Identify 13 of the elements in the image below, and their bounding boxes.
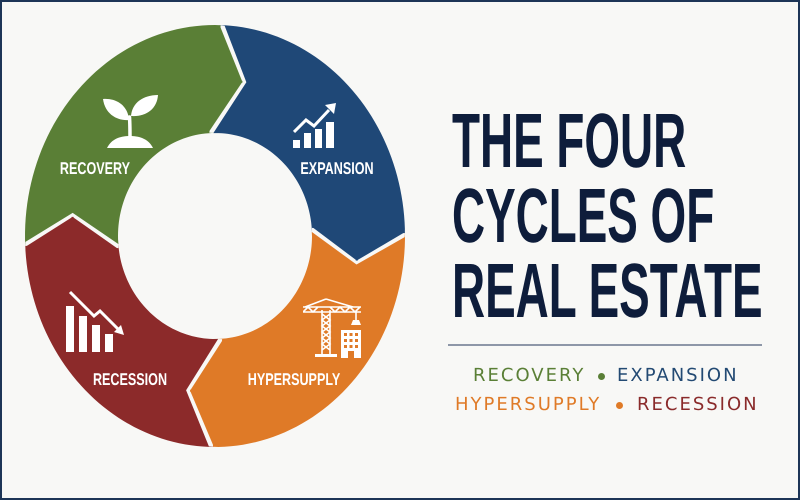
chevron-arrow	[312, 226, 405, 261]
chevron-arrow	[208, 25, 242, 133]
phase-label: RECESSION	[637, 395, 759, 415]
stage-label: EXPANSION	[300, 160, 374, 178]
phase-label: HYPERSUPPLY	[455, 395, 602, 415]
stage-label: HYPERSUPPLY	[248, 371, 340, 389]
chevron-arrow	[25, 216, 118, 250]
title: THE FOUR CYCLES OF REAL ESTATE	[452, 104, 764, 329]
stage-label: RECESSION	[92, 371, 168, 389]
phase-label: EXPANSION	[617, 366, 739, 386]
phase-label: RECOVERY	[473, 366, 586, 386]
chevron-arrow	[190, 339, 224, 447]
stage-label: RECOVERY	[60, 160, 130, 178]
